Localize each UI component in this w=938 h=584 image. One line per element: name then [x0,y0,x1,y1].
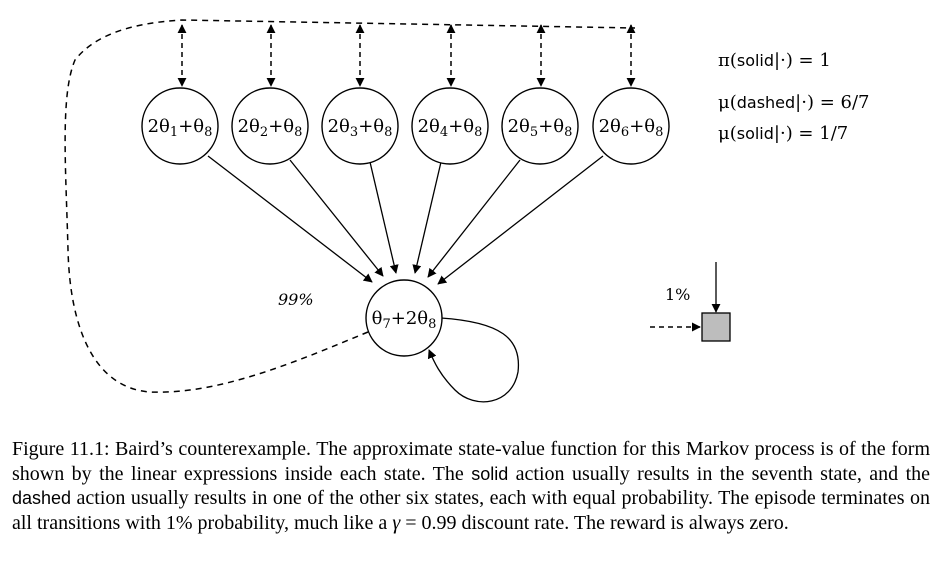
caption-text-4: = 0.99 discount rate. The reward is alwa… [400,511,789,534]
dashed-return-path [64,19,636,393]
state-1: 2θ1+θ8 [141,87,219,165]
state-5: 2θ5+θ8 [501,87,579,165]
solid-arrows [207,155,604,285]
policy-mu-dashed: μ(dashed|·) = 6/7 [718,92,869,113]
state-2-label: 2θ2+θ8 [238,116,303,140]
state-4: 2θ4+θ8 [411,87,489,165]
caption-label: Figure 11.1: [12,438,110,460]
solid-arrow-3 [369,161,399,274]
solid-arrow-2 [289,159,384,277]
state-6-label: 2θ6+θ8 [599,116,664,140]
center-state: θ7+2θ8 [365,279,443,357]
dashed-connectors [177,24,636,87]
state-6: 2θ6+θ8 [592,87,670,165]
state-2: 2θ2+θ8 [231,87,309,165]
caption-text-1: Baird’s counterexample. The approximate … [12,438,931,485]
top-states: 2θ1+θ8 2θ2+θ8 2θ3+θ8 2θ4+θ8 2θ5+θ8 2θ6+θ… [141,87,670,165]
state-5-label: 2θ5+θ8 [508,116,573,140]
self-loop-arrow [427,317,520,403]
solid-arrow-1 [207,155,373,283]
caption-text-3: action usually results in one of the oth… [12,487,930,534]
solid-arrow-6 [437,155,604,285]
caption-text-2: action usually results in the seventh st… [508,462,931,485]
policy-legend: π(solid|·) = 1 μ(dashed|·) = 6/7 μ(solid… [718,50,869,144]
baird-diagram: 2θ1+θ8 2θ2+θ8 2θ3+θ8 2θ4+θ8 2θ5+θ8 2θ6+θ… [64,19,869,403]
solid-arrow-5 [427,159,521,278]
state-3: 2θ3+θ8 [321,87,399,165]
label-99-percent: 99% [278,290,314,309]
figure-caption: Figure 11.1: Baird’s counterexample. The… [12,437,930,535]
solid-arrow-4 [412,161,442,274]
label-1-percent: 1% [665,285,690,304]
caption-word-dashed: dashed [12,488,72,508]
center-state-label: θ7+2θ8 [372,308,437,332]
terminal-state: 1% [650,262,731,342]
state-4-label: 2θ4+θ8 [418,116,483,140]
terminal-box [701,312,731,342]
state-1-label: 2θ1+θ8 [148,116,213,140]
caption-gamma: γ [392,511,401,534]
policy-mu-solid: μ(solid|·) = 1/7 [718,123,848,144]
caption-word-solid: solid [471,463,509,484]
state-3-label: 2θ3+θ8 [328,116,393,140]
policy-pi-solid: π(solid|·) = 1 [718,50,831,71]
